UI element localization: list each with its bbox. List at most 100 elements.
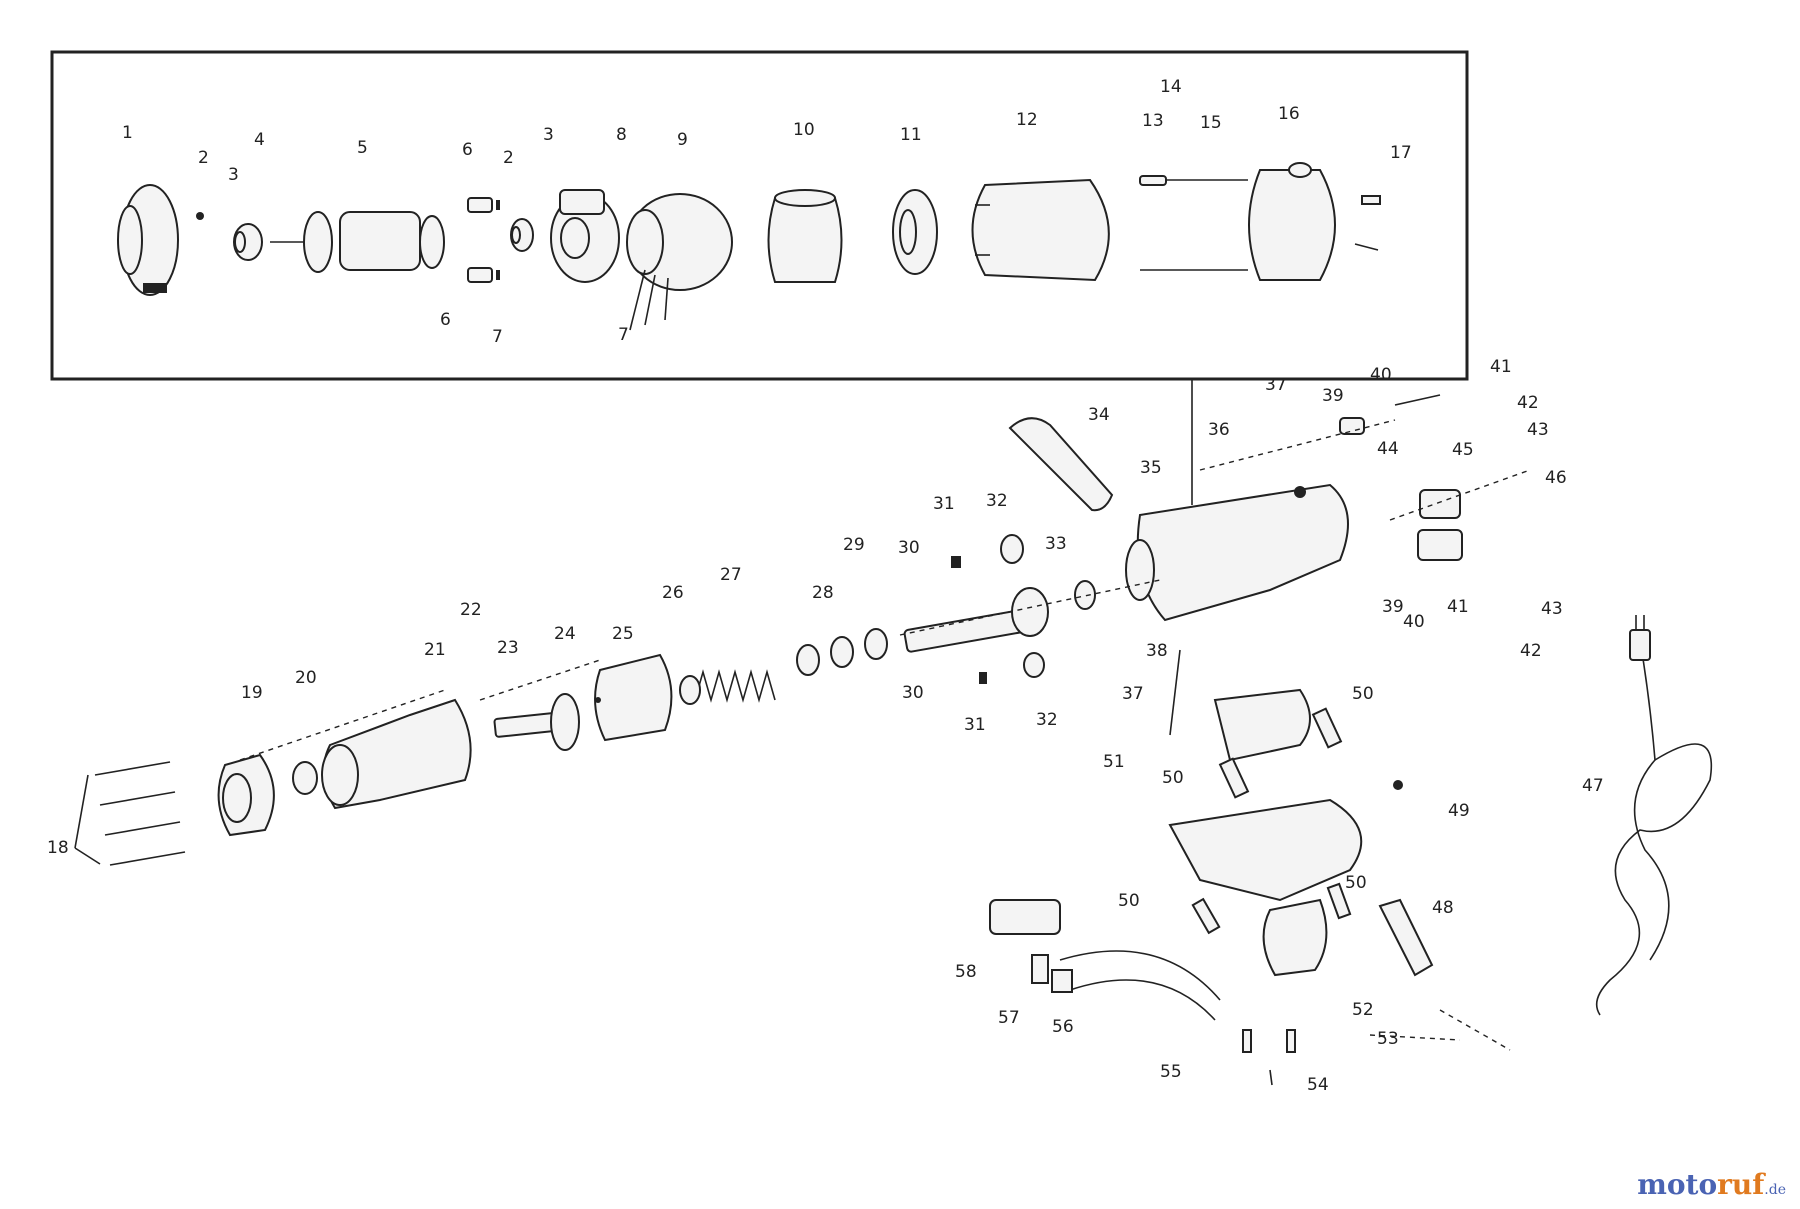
- part-label: 50: [1162, 768, 1184, 788]
- part-label: 32: [986, 491, 1008, 511]
- part-label: 1: [122, 123, 133, 143]
- part-label: 10: [793, 120, 815, 140]
- part-21-gear-case: [321, 698, 472, 810]
- part-label: 14: [1160, 77, 1182, 97]
- part-19-cap: [217, 753, 275, 837]
- part-label: 28: [812, 583, 834, 603]
- part-label: 53: [1377, 1029, 1399, 1049]
- part-label: 18: [47, 838, 69, 858]
- part-label: 43: [1541, 599, 1563, 619]
- inset-frame: [50, 50, 1469, 381]
- part-6-brush: [467, 197, 500, 283]
- part-29-spindle: [903, 587, 1049, 653]
- part-16-end-housing: [1248, 162, 1336, 281]
- part-label: 56: [1052, 1017, 1074, 1037]
- part-label: 15: [1200, 113, 1222, 133]
- part-17-screw: [1354, 195, 1381, 251]
- part-10-field-coil: [767, 189, 843, 283]
- part-label: 54: [1307, 1075, 1329, 1095]
- part-label: 3: [543, 125, 554, 145]
- part-label: 30: [902, 683, 924, 703]
- part-23-24-shaft: [493, 693, 601, 751]
- part-label: 7: [618, 325, 629, 345]
- part-label: 37: [1265, 375, 1287, 395]
- part-label: 13: [1142, 111, 1164, 131]
- watermark-part3: .de: [1764, 1182, 1786, 1198]
- part-31-33-small-parts: [951, 534, 1096, 684]
- part-label: 5: [357, 138, 368, 158]
- part-53-54-bolts: [1242, 1029, 1296, 1086]
- part-28-washers: [796, 628, 888, 676]
- watermark-logo: motoruf.de: [1637, 1168, 1786, 1201]
- part-label: 51: [1103, 752, 1125, 772]
- part-4-bearing: [233, 223, 263, 261]
- watermark-part1: moto: [1637, 1168, 1718, 1201]
- part-label: 45: [1452, 440, 1474, 460]
- part-label: 16: [1278, 104, 1300, 124]
- part-27-spring: [679, 669, 776, 705]
- part-label: 25: [612, 624, 634, 644]
- part-label: 57: [998, 1008, 1020, 1028]
- part-label: 19: [241, 683, 263, 703]
- part-label: 55: [1160, 1062, 1182, 1082]
- part-label: 23: [497, 638, 519, 658]
- watermark-part2: ruf: [1717, 1168, 1765, 1201]
- part-label: 35: [1140, 458, 1162, 478]
- part-38-51-bracket: [1169, 649, 1343, 799]
- part-label: 38: [1146, 641, 1168, 661]
- part-label: 9: [677, 130, 688, 150]
- part-label: 32: [1036, 710, 1058, 730]
- part-49-52-base: [1168, 780, 1403, 977]
- part-label: 49: [1448, 801, 1470, 821]
- part-label: 7: [492, 327, 503, 347]
- part-39-45-switch-parts: [1339, 394, 1463, 561]
- part-label: 46: [1545, 468, 1567, 488]
- part-label: 29: [843, 535, 865, 555]
- part-label: 30: [898, 538, 920, 558]
- part-47-power-cord: [1595, 615, 1712, 1016]
- part-label: 42: [1517, 393, 1539, 413]
- part-label: 48: [1432, 898, 1454, 918]
- part-label: 8: [616, 125, 627, 145]
- part-label: 31: [933, 494, 955, 514]
- part-label: 47: [1582, 776, 1604, 796]
- part-label: 44: [1377, 439, 1399, 459]
- part-label: 37: [1122, 684, 1144, 704]
- part-label: 31: [964, 715, 986, 735]
- part-label: 39: [1382, 597, 1404, 617]
- part-label: 12: [1016, 110, 1038, 130]
- part-label: 3: [228, 165, 239, 185]
- part-number-labels: 1 2 3 4 5 6 6 2 3 8 9 7 7 10 11 12 14 13…: [47, 77, 1604, 1095]
- part-3-bearing: [510, 218, 534, 252]
- part-label: 21: [424, 640, 446, 660]
- part-label: 34: [1088, 405, 1110, 425]
- part-label: 50: [1118, 891, 1140, 911]
- part-label: 50: [1345, 873, 1367, 893]
- part-34-handle: [1008, 417, 1114, 512]
- part-label: 40: [1403, 612, 1425, 632]
- part-label: 2: [198, 148, 209, 168]
- part-9-field-housing: [626, 193, 733, 331]
- part-label: 52: [1352, 1000, 1374, 1020]
- part-label: 6: [462, 140, 473, 160]
- part-36-37-housing: [1125, 483, 1349, 622]
- part-label: 24: [554, 624, 576, 644]
- part-18-screws: [74, 761, 186, 866]
- part-25-gear-housing: [594, 653, 673, 742]
- part-label: 4: [254, 130, 265, 150]
- part-13-15-screws: [1139, 175, 1248, 271]
- part-label: 40: [1370, 365, 1392, 385]
- part-8-brush-holder: [550, 189, 620, 283]
- part-1-end-bell: [117, 184, 179, 296]
- part-12-motor-housing: [971, 178, 1110, 282]
- part-label: 17: [1390, 143, 1412, 163]
- part-label: 36: [1208, 420, 1230, 440]
- part-label: 42: [1520, 641, 1542, 661]
- part-48-knob: [1378, 898, 1434, 977]
- part-label: 2: [503, 148, 514, 168]
- part-label: 33: [1045, 534, 1067, 554]
- part-55-58-guard: [989, 899, 1221, 1021]
- part-label: 11: [900, 125, 922, 145]
- part-11-baffle: [892, 189, 938, 275]
